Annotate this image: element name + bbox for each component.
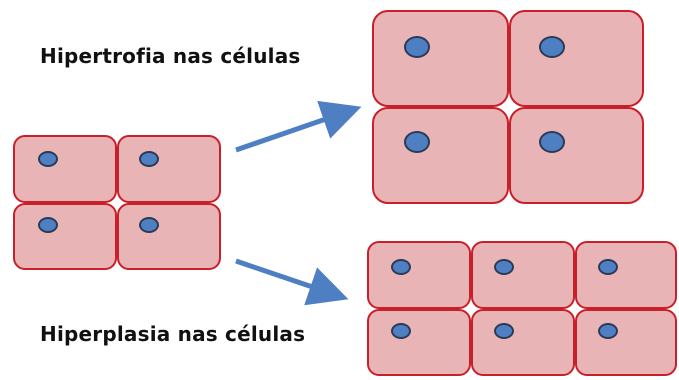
nucleus [139, 151, 159, 167]
original-cell [117, 203, 221, 270]
nucleus [494, 259, 514, 275]
nucleus [598, 259, 618, 275]
nucleus [404, 36, 430, 58]
nucleus [598, 323, 618, 339]
hyperplasia-arrow [235, 258, 349, 306]
hyperplasia-cell [367, 309, 471, 376]
hyperplasia-cell [471, 309, 575, 376]
hypertrophy-cell [509, 10, 644, 107]
nucleus [404, 131, 430, 153]
hyperplasia-cell [471, 241, 575, 309]
nucleus [38, 217, 58, 233]
hyperplasia-cell [575, 241, 677, 309]
hyperplasia-cell [367, 241, 471, 309]
nucleus [391, 323, 411, 339]
hypertrophy-cell [372, 107, 509, 204]
nucleus [391, 259, 411, 275]
hyperplasia-cell [575, 309, 677, 376]
hypertrophy-cell [372, 10, 509, 107]
original-cell [13, 135, 117, 203]
nucleus [494, 323, 514, 339]
hypertrophy-arrow [235, 100, 362, 153]
nucleus [139, 217, 159, 233]
nucleus [539, 36, 565, 58]
nucleus [38, 151, 58, 167]
nucleus [539, 131, 565, 153]
hyperplasia-label: Hiperplasia nas células [40, 322, 306, 346]
original-cell [13, 203, 117, 270]
hypertrophy-cell [509, 107, 644, 204]
original-cell [117, 135, 221, 203]
hypertrophy-label: Hipertrofia nas células [40, 44, 301, 68]
